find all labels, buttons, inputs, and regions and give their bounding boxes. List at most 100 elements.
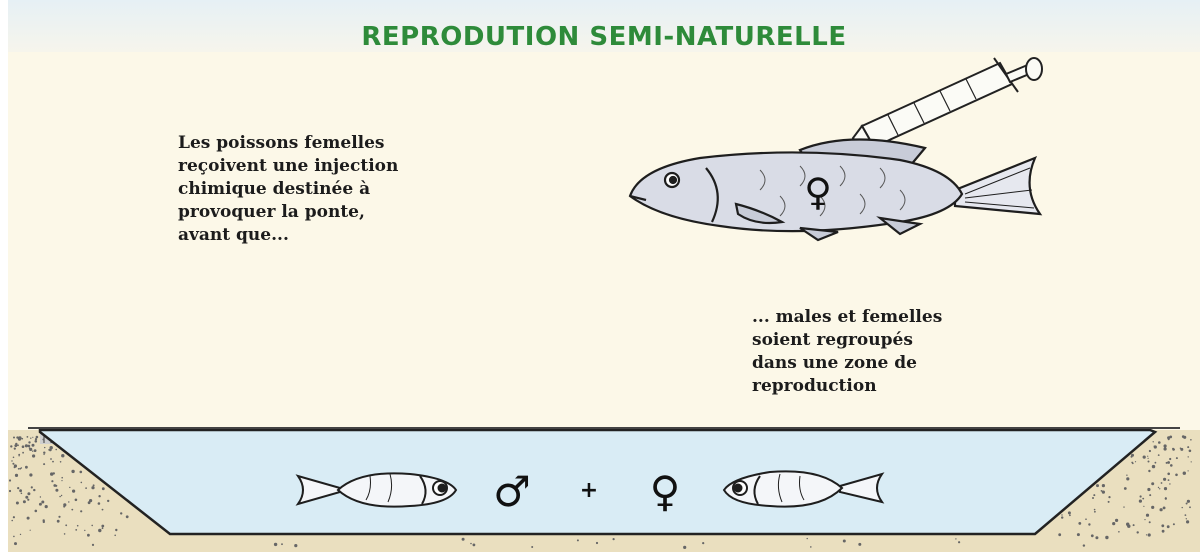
gravel-dot [1183, 472, 1186, 475]
gravel-dot [958, 541, 960, 543]
gravel-dot [57, 520, 60, 523]
gravel-dot [531, 546, 533, 548]
gravel-dot [1185, 514, 1187, 516]
gravel-dot [35, 440, 38, 443]
gravel-dot [1158, 487, 1159, 488]
gravel-dot [1151, 482, 1154, 485]
gravel-dot [114, 535, 116, 537]
gravel-dot [858, 543, 861, 546]
gravel-dot [1163, 478, 1166, 481]
gravel-dot [91, 486, 94, 489]
female-symbol-pond: ♀ [650, 467, 681, 516]
gravel-dot [85, 487, 87, 489]
gravel-dot [25, 444, 28, 447]
gravel-dot [50, 458, 52, 460]
gravel-dot [1124, 487, 1127, 490]
gravel-dot [16, 502, 19, 505]
gravel-dot [1092, 497, 1094, 499]
female-symbol: ♀ [804, 170, 832, 214]
gravel-dot [43, 454, 44, 455]
gravel-dot [71, 509, 73, 511]
gravel-dot [48, 449, 49, 450]
gravel-dot [25, 466, 28, 469]
gravel-dot [1151, 506, 1154, 509]
gravel-dot [50, 446, 53, 449]
gravel-dot [1068, 511, 1071, 514]
gravel-dot [1078, 522, 1081, 525]
gravel-dot [102, 487, 105, 490]
gravel-dot [1094, 509, 1096, 511]
gravel-dot [1149, 521, 1151, 523]
gravel-dot [35, 438, 37, 440]
gravel-dot [60, 461, 62, 463]
gravel-dot [58, 516, 60, 518]
gravel-dot [462, 538, 465, 541]
gravel-dot [1147, 456, 1148, 457]
gravel-dot [470, 543, 472, 545]
gravel-dot [1164, 447, 1167, 450]
gravel-dot [1173, 523, 1175, 525]
gravel-dot [1186, 503, 1188, 505]
gravel-dot [1191, 461, 1192, 462]
female-fish-icon [630, 139, 1040, 240]
gravel-dot [13, 536, 15, 538]
gravel-dot [34, 449, 37, 452]
gravel-dot [59, 496, 61, 498]
gravel-dot [274, 543, 277, 546]
gravel-dot [613, 538, 615, 540]
gravel-dot [1102, 484, 1105, 487]
gravel-dot [1088, 523, 1090, 525]
gravel-dot [87, 534, 90, 537]
gravel-dot [1133, 524, 1135, 526]
gravel-dot [1112, 522, 1115, 525]
gravel-dot [98, 529, 101, 532]
gravel-dot [15, 443, 17, 445]
gravel-dot [61, 454, 64, 457]
gravel-dot [12, 463, 14, 465]
gravel-dot [596, 542, 598, 544]
gravel-dot [51, 480, 53, 482]
gravel-dot [63, 506, 65, 508]
gravel-dot [1167, 461, 1170, 464]
gravel-dot [1175, 474, 1178, 477]
gravel-dot [21, 467, 22, 468]
gravel-dot [1108, 501, 1110, 503]
gravel-dot [1187, 500, 1190, 503]
gravel-dot [13, 516, 15, 518]
gravel-dot [69, 487, 70, 488]
gravel-dot [1163, 507, 1166, 510]
gravel-dot [1083, 544, 1085, 546]
gravel-dot [702, 542, 704, 544]
gravel-dot [294, 544, 297, 547]
gravel-dot [1152, 465, 1155, 468]
gravel-dot [89, 499, 92, 502]
gravel-dot [1169, 483, 1170, 484]
gravel-dot [1094, 511, 1096, 513]
gravel-dot [1167, 436, 1170, 439]
gravel-dot [27, 492, 30, 495]
gravel-dot [21, 493, 23, 495]
gravel-dot [1115, 519, 1118, 522]
gravel-dot [1144, 519, 1145, 520]
gravel-dot [1149, 450, 1151, 452]
gravel-dot [1061, 514, 1062, 515]
gravel-dot [11, 520, 13, 522]
gravel-dot [93, 484, 95, 486]
gravel-dot [807, 538, 808, 539]
gravel-dot [1123, 506, 1124, 507]
gravel-dot [64, 533, 66, 535]
gravel-dot [61, 480, 62, 481]
gravel-dot [1172, 448, 1174, 450]
gravel-dot [18, 468, 20, 470]
gravel-dot [61, 477, 63, 479]
gravel-dot [32, 444, 35, 447]
gravel-dot [1126, 475, 1127, 476]
gravel-dot [41, 501, 44, 504]
gravel-dot [23, 500, 26, 503]
gravel-dot [1167, 473, 1170, 476]
gravel-dot [1149, 494, 1151, 496]
gravel-dot [1167, 525, 1170, 528]
gravel-dot [1069, 514, 1071, 516]
gravel-dot [31, 486, 33, 488]
